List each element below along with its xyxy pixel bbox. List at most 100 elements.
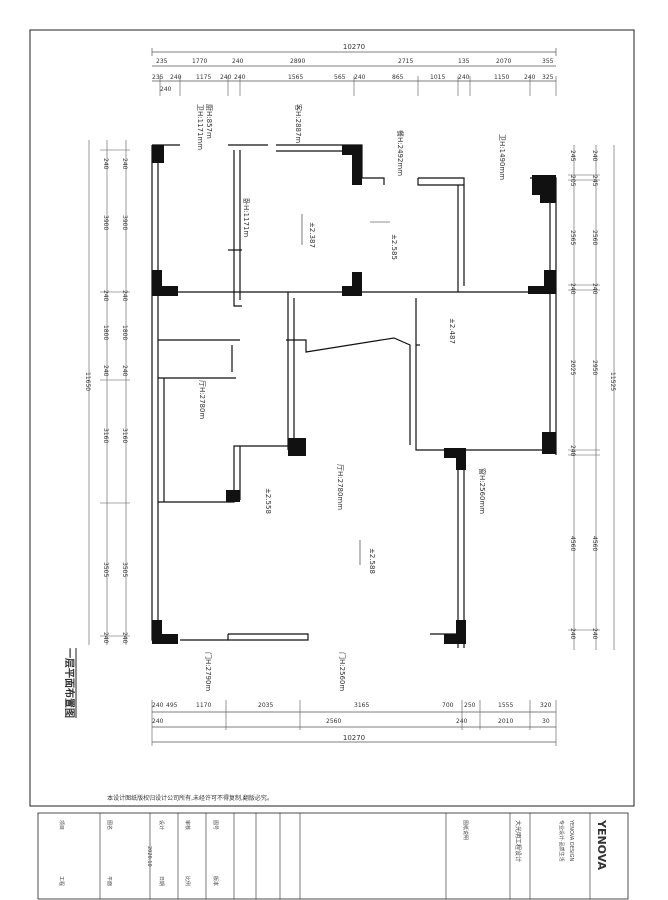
- svg-text:355: 355: [542, 58, 554, 65]
- svg-text:4560: 4560: [591, 536, 598, 551]
- svg-text:240: 240: [591, 283, 598, 295]
- svg-text:240: 240: [102, 365, 109, 377]
- svg-text:240: 240: [102, 290, 109, 302]
- svg-text:245: 245: [569, 150, 576, 162]
- structural-columns: [152, 145, 556, 644]
- footer-brand-en: YENOVA DESIGN: [568, 819, 574, 861]
- svg-text:2020.10: 2020.10: [146, 846, 152, 867]
- svg-text:1170: 1170: [196, 702, 211, 709]
- svg-text:日期: 日期: [158, 876, 164, 886]
- room-label-2: 厨H:857m: [205, 104, 213, 139]
- svg-text:240: 240: [102, 632, 109, 644]
- left-dimensions: 240 3900 240 1800 240 3160 3505 240 240 …: [84, 140, 130, 645]
- svg-text:设计: 设计: [158, 820, 165, 830]
- svg-text:1555: 1555: [498, 702, 513, 709]
- room-label-10: 门H:2790m: [204, 652, 213, 691]
- svg-text:245: 245: [591, 175, 598, 187]
- footer-block: 本设计图纸版权归设计公司所有,未经许可不得复制,翻版必究。 项目 工程 图名 平…: [30, 794, 634, 900]
- svg-text:240: 240: [569, 283, 576, 295]
- svg-text:240: 240: [152, 702, 164, 709]
- footer-project: 大光明工程设计: [514, 820, 522, 862]
- svg-text:240: 240: [160, 86, 172, 93]
- svg-text:2565: 2565: [569, 230, 576, 245]
- svg-text:平面: 平面: [106, 876, 112, 886]
- room-label-4: 餐H:2492mm: [396, 130, 405, 176]
- svg-text:1800: 1800: [102, 325, 109, 340]
- svg-text:235: 235: [156, 58, 168, 65]
- room-label-11: 门H:2560m: [338, 652, 347, 691]
- svg-text:700: 700: [442, 702, 454, 709]
- right-dimensions: 245 205 2565 240 2025 240 4560 240 240 2…: [568, 145, 616, 650]
- svg-text:2035: 2035: [258, 702, 273, 709]
- right-total-dim: 11525: [609, 372, 616, 391]
- svg-text:1150: 1150: [494, 74, 509, 81]
- footer-notes: 图纸说明: [462, 820, 469, 840]
- brand-logo: YENOVA: [595, 819, 608, 871]
- svg-text:±2.487: ±2.487: [448, 318, 456, 344]
- svg-text:3160: 3160: [121, 428, 128, 443]
- svg-text:±2.588: ±2.588: [368, 548, 376, 574]
- svg-text:30: 30: [542, 718, 550, 725]
- svg-text:图名: 图名: [106, 820, 113, 830]
- svg-text:图号: 图号: [212, 820, 218, 830]
- svg-text:2715: 2715: [398, 58, 413, 65]
- svg-text:工程: 工程: [58, 876, 65, 886]
- svg-text:2025: 2025: [569, 360, 576, 375]
- svg-text:240: 240: [591, 150, 598, 162]
- left-total-dim: 11650: [84, 372, 91, 391]
- svg-text:3165: 3165: [354, 702, 369, 709]
- svg-text:240: 240: [591, 628, 598, 640]
- svg-text:240: 240: [152, 718, 164, 725]
- svg-text:325: 325: [542, 74, 554, 81]
- top-dimensions: 10270 235 1770 240 2890 2715 135 2070 35…: [151, 43, 557, 96]
- room-labels: 卫H:1171mm 厨H:857m 客H:2887m 餐H:2492mm 卫H:…: [196, 104, 506, 691]
- svg-text:240: 240: [121, 365, 128, 377]
- svg-text:2560: 2560: [591, 230, 598, 245]
- svg-text:±2.387: ±2.387: [308, 222, 316, 248]
- svg-text:240: 240: [121, 158, 128, 170]
- svg-text:2010: 2010: [498, 718, 513, 725]
- svg-text:205: 205: [569, 175, 576, 187]
- svg-text:240: 240: [220, 74, 232, 81]
- floor-plan: [151, 144, 557, 648]
- footer-slogan: 专业设计·品质生活: [558, 820, 565, 862]
- bottom-total-dim: 10270: [343, 734, 365, 742]
- room-label-5: 卫H:1490mm: [498, 134, 506, 180]
- svg-text:240: 240: [232, 58, 244, 65]
- svg-text:±2.585: ±2.585: [390, 234, 398, 260]
- room-label-3: 客H:2887m: [294, 104, 303, 143]
- svg-text:3900: 3900: [121, 215, 128, 230]
- svg-text:240: 240: [121, 290, 128, 302]
- svg-text:1770: 1770: [192, 58, 207, 65]
- svg-text:240: 240: [569, 628, 576, 640]
- svg-text:1565: 1565: [288, 74, 303, 81]
- svg-text:3160: 3160: [102, 428, 109, 443]
- svg-text:250: 250: [464, 702, 476, 709]
- svg-text:1015: 1015: [430, 74, 445, 81]
- svg-text:240: 240: [458, 74, 470, 81]
- svg-text:±2.558: ±2.558: [264, 488, 272, 514]
- room-label-6: 卧H:1171m: [242, 198, 250, 237]
- svg-text:3505: 3505: [102, 562, 109, 577]
- svg-text:240: 240: [102, 158, 109, 170]
- svg-text:2070: 2070: [496, 58, 511, 65]
- copyright-note: 本设计图纸版权归设计公司所有,未经许可不得复制,翻版必究。: [107, 794, 273, 802]
- svg-text:2560: 2560: [326, 718, 341, 725]
- svg-text:240: 240: [354, 74, 366, 81]
- svg-text:495: 495: [166, 702, 178, 709]
- svg-text:235: 235: [152, 74, 164, 81]
- svg-text:240: 240: [121, 632, 128, 644]
- svg-text:865: 865: [392, 74, 404, 81]
- svg-text:3505: 3505: [121, 562, 128, 577]
- level-marks: ±2.387 ±2.585 ±2.487 ±2.558 ±2.588: [264, 214, 456, 574]
- svg-text:版本: 版本: [212, 876, 219, 886]
- svg-text:240: 240: [170, 74, 182, 81]
- svg-text:2890: 2890: [290, 58, 305, 65]
- top-total-dim: 10270: [343, 43, 365, 51]
- sheet-frame: [29, 29, 635, 807]
- room-label-8: 厅H:2780mm: [336, 464, 344, 510]
- svg-text:320: 320: [540, 702, 552, 709]
- room-label-7: 厅H:2780m: [198, 380, 206, 419]
- svg-text:项目: 项目: [58, 820, 64, 830]
